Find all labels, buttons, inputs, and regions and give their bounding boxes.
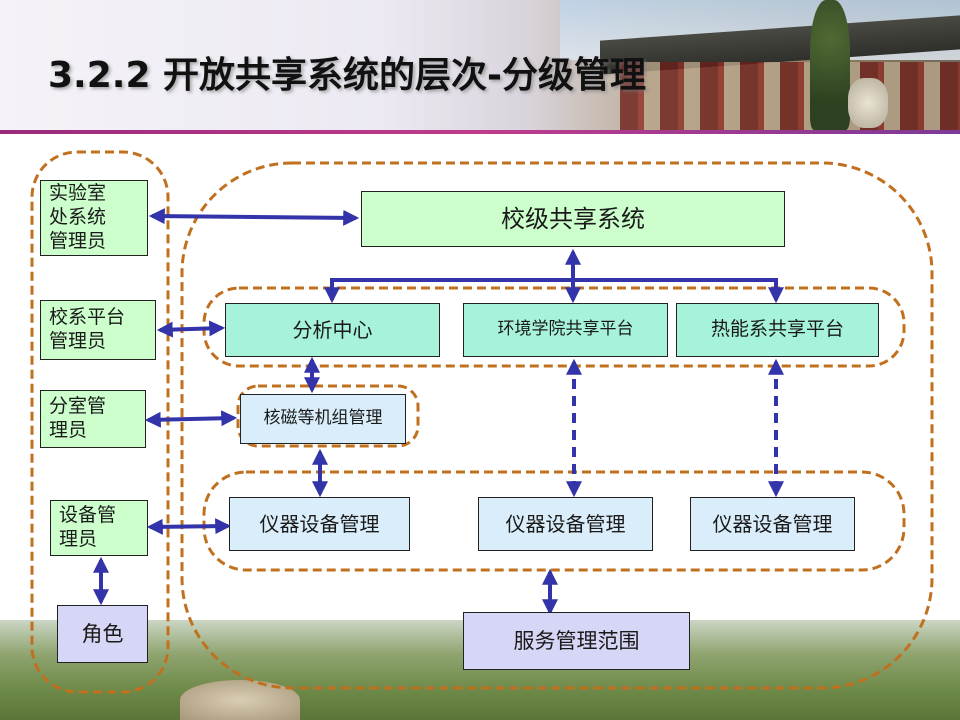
role-room-admin: 分室管 理员 xyxy=(40,390,146,448)
platform-thermal-dept: 热能系共享平台 xyxy=(676,303,879,357)
equipment-management-2: 仪器设备管理 xyxy=(478,497,653,551)
group-dashed-region xyxy=(236,384,420,448)
role-platform-admin: 校系平台 管理员 xyxy=(40,300,156,360)
building-wall-photo xyxy=(620,62,960,130)
roles-label: 角色 xyxy=(57,605,148,663)
arrow-role2-platform xyxy=(156,320,226,338)
page-title: 3.2.2 开放共享系统的层次-分级管理 xyxy=(48,55,646,96)
campus-share-system: 校级共享系统 xyxy=(361,191,785,247)
equipment-management-3: 仪器设备管理 xyxy=(690,497,855,551)
header-banner xyxy=(0,0,960,130)
platform-analysis-center: 分析中心 xyxy=(225,303,440,357)
arrow-role3-group xyxy=(144,410,238,428)
service-scope: 服务管理范围 xyxy=(463,612,690,670)
role-equipment-admin: 设备管 理员 xyxy=(50,500,148,556)
tree-photo xyxy=(810,0,850,130)
role-lab-admin: 实验室 处系统 管理员 xyxy=(40,180,148,256)
arrow-role4-equipment xyxy=(146,518,232,535)
stone-lion-photo xyxy=(848,78,888,128)
arrow-top-branches xyxy=(330,278,778,300)
arrow-role1-top xyxy=(148,208,360,226)
platform-env-school: 环境学院共享平台 xyxy=(463,303,668,357)
equipment-management-1: 仪器设备管理 xyxy=(229,497,410,551)
title-divider xyxy=(0,130,960,134)
nmr-group-management: 核磁等机组管理 xyxy=(240,394,406,444)
